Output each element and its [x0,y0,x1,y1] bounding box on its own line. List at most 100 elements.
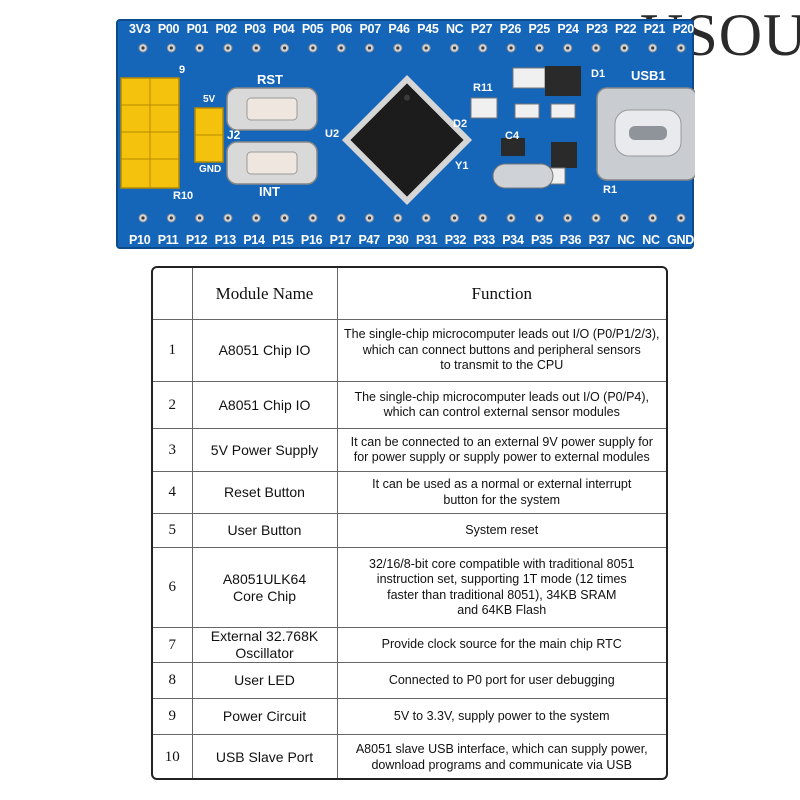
pin-hole-center [509,216,513,220]
module-name-line: Core Chip [232,587,297,604]
function-line: It can be used as a normal or external i… [372,477,632,491]
module-name-line: A8051 Chip IO [218,342,311,358]
pin-hole-center [169,216,173,220]
row-number: 5 [153,513,193,548]
module-name-line: Reset Button [224,484,305,500]
pin-label: P32 [444,233,467,247]
pin-label: P21 [643,22,666,36]
usb-c-connector [596,87,695,181]
pin-label: GND [667,233,694,247]
function-line: The single-chip microcomputer leads out … [344,327,660,342]
pin-label: P33 [473,233,496,247]
pin-hole-center [594,46,598,50]
function-line: download programs and communicate via US… [371,757,633,772]
pin-hole-center [311,46,315,50]
bottom-pin-labels: P10 P11 P12 P13 P14 P15 P16 P17 P47 P30 … [129,233,694,247]
pin-label: P01 [186,22,209,36]
function-cell: The single-chip microcomputer leads out … [336,319,666,382]
module-name-cell: A8051 Chip IO [191,381,338,429]
rst-button [226,87,318,131]
pin-label: NC [617,233,635,247]
pin-label: P30 [387,233,409,247]
d1-label: D1 [591,68,606,80]
pin-label: P14 [243,233,265,247]
function-line: and 64KB Flash [457,603,547,617]
row-number: 3 [153,428,193,472]
r11-label: R11 [473,82,493,94]
pin-hole-center [679,216,683,220]
pcb-illustration [116,19,695,249]
usb-label: USB1 [631,68,666,83]
module-name-cell: A8051 Chip IO [191,319,338,382]
row-number: 10 [153,734,193,778]
pin-hole-center [566,216,570,220]
pin-hole-center [367,216,372,220]
row-number: 8 [153,662,193,699]
function-line: instruction set, supporting 1T mode (12 … [376,572,627,586]
pin-label: P37 [588,233,611,247]
pin-hole-center [396,46,400,50]
j2-label: J2 [227,128,241,142]
pin-label: P17 [329,233,352,247]
module-name-line: A8051 Chip IO [218,396,311,413]
pin-hole-center [198,216,202,220]
module-name-line: User Button [227,522,302,538]
table-header-row: Module Name Function [153,268,666,320]
function-line: faster than traditional 8051), 34KB SRAM [387,587,617,602]
function-cell: 5V to 3.3V, supply power to the system [336,698,666,735]
function-line: Provide clock source for the main chip R… [381,637,622,652]
rst-label: RST [257,72,283,87]
pin-label: P36 [559,233,582,247]
pin-hole-center [282,216,287,220]
pin-label: P12 [185,233,208,247]
pin-hole-center [622,46,626,50]
pin-label: P25 [528,22,551,36]
dev-board-image: 3V3 P00 P01 P02 P03 P04 P05 P06 P07 P46 … [115,18,695,250]
table-row: 5 User Button System reset [153,513,666,548]
module-name-line: A8051ULK64 [222,570,307,587]
pin-label: P15 [272,233,294,247]
pin-hole-center [254,216,258,220]
function-line: Connected to P0 port for user debugging [388,672,615,687]
table-row: 4 Reset Button It can be used as a normal … [153,471,666,514]
5v-label: 5V [203,94,216,105]
module-name-cell: 5V Power Supply [191,428,338,472]
oscillator-y1 [492,163,554,189]
function-cell: Provide clock source for the main chip R… [336,627,666,663]
pin-label: P24 [557,22,579,36]
row-number: 4 [153,471,193,514]
pin-hole-center [169,46,173,50]
function-cell: The single-chip microcomputer leads out … [336,381,666,429]
pin-label: P20 [672,22,695,36]
c4-label: C4 [505,130,520,142]
pin-hole-center [226,46,230,50]
pin-label: P02 [215,22,237,36]
function-line: The single-chip microcomputer leads out … [354,389,650,404]
pin-label: P27 [470,22,493,36]
pin-hole-center [424,46,428,50]
function-line: System reset [465,522,539,537]
function-line: 5V to 3.3V, supply power to the system [393,708,610,723]
function-line: 32/16/8-bit core compatible with traditi… [369,556,635,571]
pin-label: P31 [415,233,438,247]
function-cell: 32/16/8-bit core compatible with traditi… [336,547,666,628]
u2-label: U2 [325,128,340,140]
pin-hole-center [141,216,145,220]
module-name-line: USB Slave Port [215,749,314,766]
function-line: to transmit to the CPU [440,358,564,373]
pin-label: P03 [244,22,266,36]
pin-label: P23 [586,22,608,36]
pin-label: P13 [214,233,237,247]
pin-hole-center [594,216,598,220]
pin-hole-center [311,216,315,220]
pin-hole-center [651,216,655,220]
